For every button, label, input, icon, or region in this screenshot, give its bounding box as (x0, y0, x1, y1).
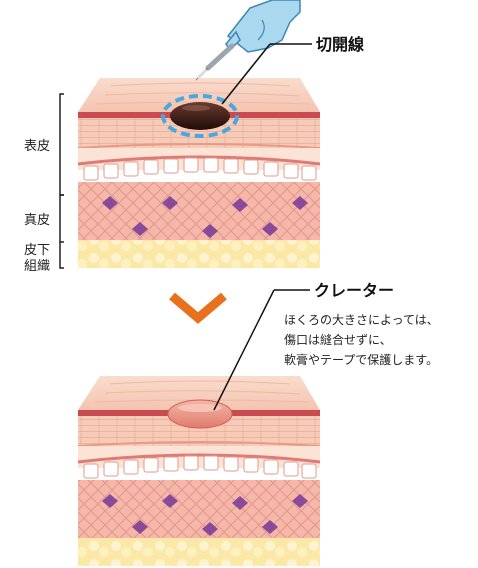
note-line-2: 傷口は縫合せずに、 (284, 332, 392, 347)
epidermis-label: 表皮 (24, 139, 50, 154)
skin-block-after (77, 376, 321, 566)
basement-membrane (77, 155, 321, 166)
basal-cells (83, 157, 317, 181)
crater-label: クレーター (314, 281, 394, 300)
scalpel-icon (195, 43, 235, 81)
dermis-cells (102, 196, 308, 238)
skin-surface (78, 78, 320, 112)
chevron-down-icon (169, 292, 227, 324)
subcutaneous-layer (78, 240, 320, 268)
incision-dashed-outline (161, 94, 239, 138)
note-line-1: ほくろの大きさによっては、 (284, 313, 439, 327)
skin-block-before (77, 78, 321, 268)
dermis-label: 真皮 (24, 213, 50, 228)
subcutaneous-label-line1: 皮下 (24, 243, 50, 258)
layer-brackets (59, 93, 64, 269)
note-line-3: 軟膏やテープで保護します。 (284, 352, 438, 367)
subcutaneous-label-line2: 組織 (24, 259, 50, 274)
incision-line-label: 切開線 (316, 35, 364, 54)
incision-leader-line (221, 43, 271, 105)
crater-leader-line (213, 289, 275, 411)
